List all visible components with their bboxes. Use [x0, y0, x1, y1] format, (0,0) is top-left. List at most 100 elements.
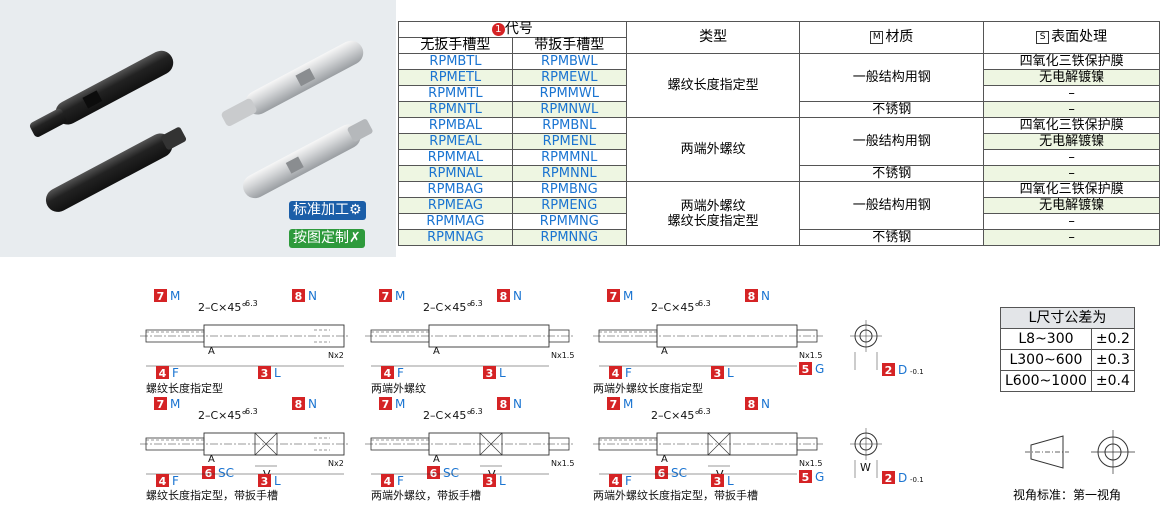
d-tolerance-label: -0.1 — [910, 368, 924, 376]
f-callout-badge — [381, 366, 394, 379]
m-callout-badge — [379, 289, 392, 302]
code-slot[interactable]: RPMNNG — [511, 229, 627, 246]
m-callout-label: M — [623, 289, 633, 303]
n-callout-badge — [292, 397, 305, 410]
type-cell: 螺纹长度指定型 — [625, 53, 801, 118]
code-slot[interactable]: RPMNWL — [511, 101, 627, 118]
tolerance-value: ±0.3 — [1090, 349, 1135, 371]
g-callout-badge — [799, 362, 812, 375]
l-callout-label: L — [499, 474, 506, 488]
code-slot[interactable]: RPMEWL — [511, 69, 627, 86]
sc-callout-number: 6 — [658, 467, 666, 480]
code-slot[interactable]: RPMBNL — [511, 117, 627, 134]
surface-cell: 无电解镀镍 — [983, 69, 1160, 86]
first-angle-projection-icon — [1025, 430, 1135, 474]
surface-cell: 无电解镀镍 — [983, 197, 1160, 214]
tolerance-row: L600~1000±0.4 — [1000, 370, 1135, 392]
d-callout-badge — [882, 363, 895, 376]
n-callout-badge — [497, 289, 510, 302]
code-no-slot[interactable]: RPMMAG — [398, 213, 513, 230]
code-slot[interactable]: RPMENG — [511, 197, 627, 214]
m-callout-badge — [607, 397, 620, 410]
m-callout-label: M — [395, 397, 405, 411]
m-callout-number: 7 — [157, 290, 165, 303]
code-slot[interactable]: RPMBNG — [511, 181, 627, 198]
drawing-caption: 螺纹长度指定型，带扳手槽 — [146, 488, 278, 502]
f-callout-label: F — [172, 474, 179, 488]
surface-cell: – — [983, 85, 1160, 102]
code-no-slot[interactable]: RPMBTL — [398, 53, 513, 70]
code-slot[interactable]: RPMENL — [511, 133, 627, 150]
drawing-caption: 螺纹长度指定型 — [146, 381, 223, 395]
surface-cell: 无电解镀镍 — [983, 133, 1160, 150]
type-cell: 两端外螺纹螺纹长度指定型 — [625, 181, 801, 246]
code-no-slot[interactable]: RPMEAG — [398, 197, 513, 214]
tolerance-value: ±0.2 — [1090, 328, 1135, 350]
f-callout-number: 4 — [384, 475, 392, 488]
n-callout-badge — [745, 289, 758, 302]
code-number-badge: 1 — [491, 22, 505, 36]
standard-processing-badge[interactable]: 标准加工⚙ — [289, 201, 366, 220]
code-no-slot[interactable]: RPMBAG — [398, 181, 513, 198]
code-slot[interactable]: RPMMWL — [511, 85, 627, 102]
code-no-slot[interactable]: RPMETL — [398, 69, 513, 86]
n-callout-label: N — [513, 397, 522, 411]
code-no-slot[interactable]: RPMBAL — [398, 117, 513, 134]
wrench-slot — [707, 432, 731, 456]
f-callout-label: F — [397, 366, 404, 380]
code-slot[interactable]: RPMMNL — [511, 149, 627, 166]
f-callout-label: F — [625, 366, 632, 380]
l-callout-number: 3 — [486, 475, 494, 488]
a-label: A — [208, 346, 215, 357]
drawing-caption: 两端外螺纹 — [371, 381, 426, 395]
l-callout-number: 3 — [261, 367, 269, 380]
g-callout-label: G — [815, 362, 824, 376]
n-callout-label: N — [308, 289, 317, 303]
material-cell: 不锈钢 — [799, 229, 985, 246]
code-no-slot[interactable]: RPMMTL — [398, 85, 513, 102]
code-slot[interactable]: RPMMNG — [511, 213, 627, 230]
l-callout-badge — [711, 474, 724, 487]
m-callout-badge — [154, 397, 167, 410]
thread-size-label: Nx2 — [328, 351, 344, 360]
l-callout-badge — [483, 474, 496, 487]
code-slot[interactable]: RPMNNL — [511, 165, 627, 182]
tolerance-title: L尺寸公差为 — [1000, 307, 1135, 329]
chamfer-label: 2–C×45° — [423, 301, 472, 314]
code-no-slot[interactable]: RPMNAL — [398, 165, 513, 182]
roughness-label: 6.3 — [245, 407, 258, 416]
n-callout-number: 8 — [500, 398, 508, 411]
m-callout-badge — [379, 397, 392, 410]
f-callout-label: F — [172, 366, 179, 380]
f-callout-label: F — [625, 474, 632, 488]
g-callout-label: G — [815, 470, 824, 484]
wrench-slot — [707, 432, 731, 456]
roughness-label: 6.3 — [245, 299, 258, 308]
g-callout-number: 5 — [802, 471, 810, 484]
n-callout-number: 8 — [748, 290, 756, 303]
material-icon: M — [870, 30, 884, 44]
w-label: W — [860, 461, 871, 474]
type-header: 类型 — [625, 21, 801, 54]
code-no-slot[interactable]: RPMMAL — [398, 149, 513, 166]
d-callout-badge — [882, 471, 895, 484]
n-callout-label: N — [308, 397, 317, 411]
l-callout-label: L — [727, 366, 734, 380]
no-slot-header: 无扳手槽型 — [398, 37, 513, 54]
sc-callout-label: SC — [443, 466, 459, 480]
code-no-slot[interactable]: RPMEAL — [398, 133, 513, 150]
code-slot[interactable]: RPMBWL — [511, 53, 627, 70]
f-callout-number: 4 — [384, 367, 392, 380]
l-callout-badge — [711, 366, 724, 379]
code-no-slot[interactable]: RPMNTL — [398, 101, 513, 118]
m-callout-label: M — [623, 397, 633, 411]
roughness-label: 6.3 — [698, 299, 711, 308]
custom-drawing-badge[interactable]: 按图定制✗ — [289, 229, 365, 248]
wrench-slot — [254, 432, 278, 456]
code-no-slot[interactable]: RPMNAG — [398, 229, 513, 246]
